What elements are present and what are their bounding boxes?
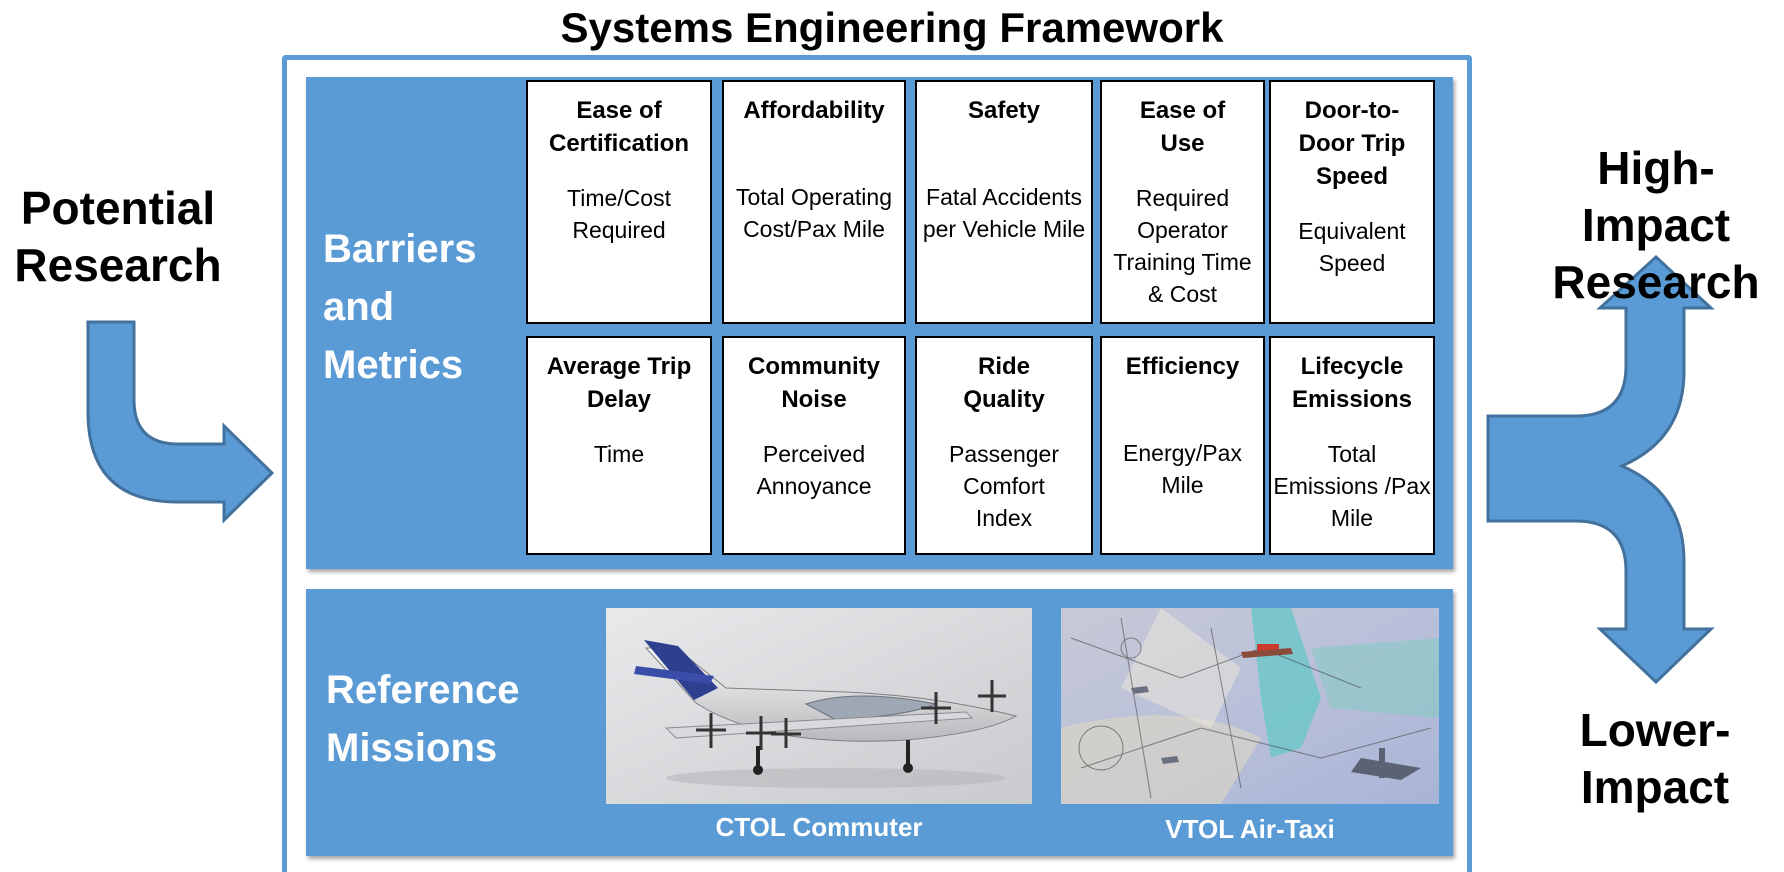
reference-missions-label: Reference Missions — [326, 668, 520, 770]
metric-card-ride-quality: Ride Quality Passenger Comfort Index — [915, 336, 1093, 555]
ctol-commuter-caption: CTOL Commuter — [715, 812, 923, 842]
metric-title: Efficiency — [1125, 353, 1240, 380]
potential-research-label: Potential Research — [14, 182, 222, 291]
high-impact-research-label: High-Impact Research — [1552, 142, 1760, 308]
metric-card-door-to-door-trip-speed: Door-to- Door Trip Speed Equivalent Spee… — [1269, 80, 1435, 324]
vtol-air-taxi-image — [1061, 608, 1439, 804]
metric-card-safety: Safety Fatal Accidents per Vehicle Mile — [915, 80, 1093, 324]
metric-measure: Energy/Pax Mile — [1123, 440, 1242, 498]
split-arrow-shape — [1486, 255, 1715, 685]
metric-card-efficiency: Efficiency Energy/Pax Mile — [1100, 336, 1265, 555]
metric-measure: Total Emissions /Pax Mile — [1273, 441, 1431, 531]
metric-title: Average Trip Delay — [546, 353, 692, 413]
metric-measure: Equivalent Speed — [1298, 218, 1406, 276]
metric-card-average-trip-delay: Average Trip Delay Time — [526, 336, 712, 555]
potential-research-arrow — [86, 320, 275, 524]
barriers-metrics-label: Barriers and Metrics — [323, 227, 477, 387]
output-split-arrow — [1486, 255, 1715, 685]
metric-measure: Perceived Annoyance — [756, 441, 872, 499]
metric-measure: Time/Cost Required — [567, 185, 671, 243]
metric-card-lifecycle-emissions: Lifecycle Emissions Total Emissions /Pax… — [1269, 336, 1435, 555]
metric-title: Ride Quality — [963, 353, 1045, 413]
ctol-commuter-image — [606, 608, 1032, 804]
metric-card-community-noise: Community Noise Perceived Annoyance — [722, 336, 906, 555]
metric-title: Affordability — [743, 97, 885, 124]
metric-measure: Passenger Comfort Index — [949, 441, 1059, 531]
metric-measure: Fatal Accidents per Vehicle Mile — [922, 184, 1086, 242]
metric-measure: Time — [593, 441, 645, 467]
framework-frame — [282, 55, 1472, 872]
metric-measure: Total Operating Cost/Pax Mile — [736, 184, 892, 242]
metric-title: Door-to- Door Trip Speed — [1298, 97, 1406, 190]
metric-title: Lifecycle Emissions — [1291, 353, 1413, 413]
metric-card-ease-of-certification: Ease of Certification Time/Cost Required — [526, 80, 712, 324]
metric-title: Community Noise — [748, 353, 880, 413]
metric-measure: Required Operator Training Time & Cost — [1113, 185, 1252, 307]
metric-card-affordability: Affordability Total Operating Cost/Pax M… — [722, 80, 906, 324]
metric-title: Ease of Use — [1139, 97, 1226, 157]
metric-card-ease-of-use: Ease of Use Required Operator Training T… — [1100, 80, 1265, 324]
vtol-air-taxi-caption: VTOL Air-Taxi — [1165, 814, 1335, 844]
lower-impact-label: Lower- Impact — [1579, 704, 1731, 813]
diagram-title: Systems Engineering Framework — [560, 4, 1224, 51]
metric-title: Ease of Certification — [548, 97, 689, 157]
input-arrow-shape — [86, 320, 275, 524]
metric-title: Safety — [967, 97, 1041, 124]
